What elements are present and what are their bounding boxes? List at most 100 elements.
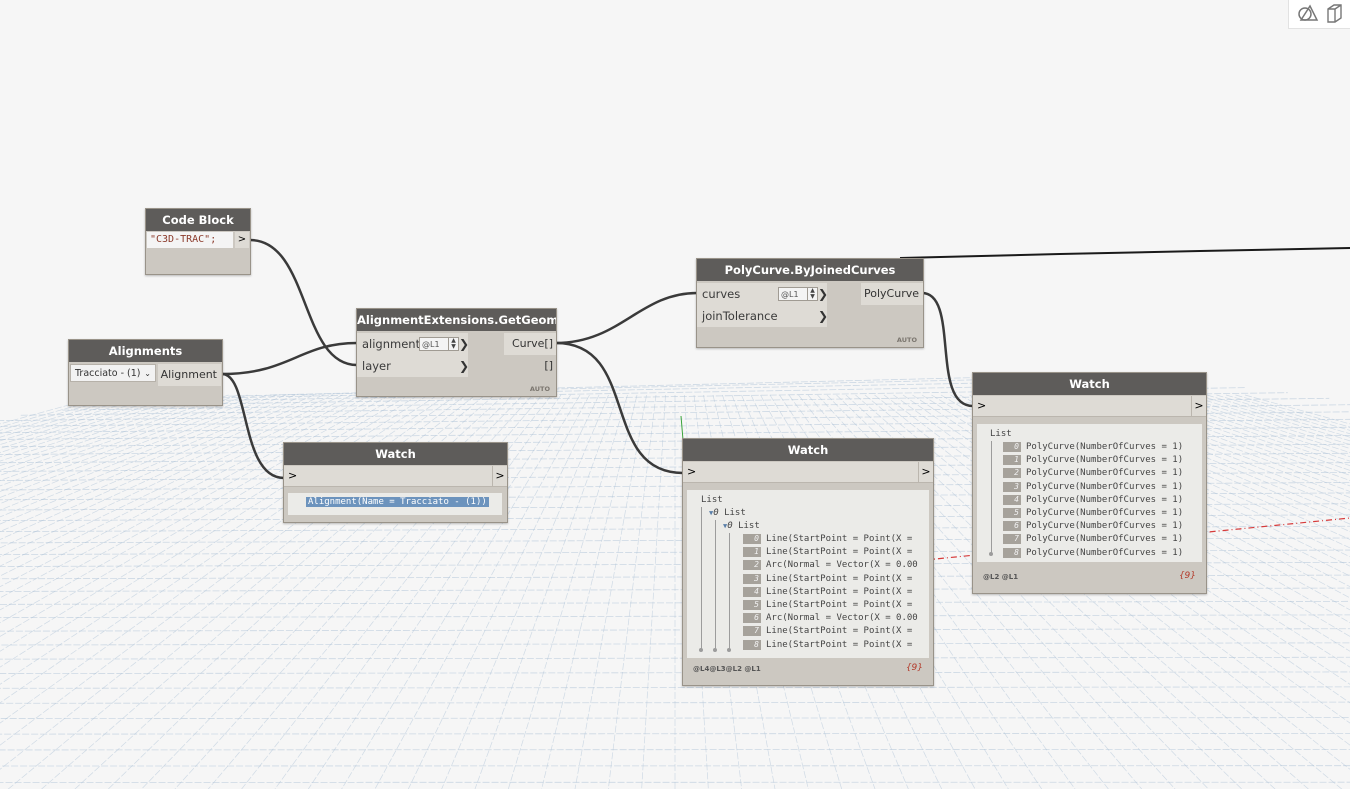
item-count: {9} bbox=[1178, 571, 1196, 581]
grid-line bbox=[641, 394, 666, 789]
grid-line bbox=[1140, 394, 1350, 467]
code-editor[interactable]: "C3D-TRAC"; bbox=[147, 232, 233, 248]
run-mode-label: AUTO bbox=[896, 336, 917, 344]
wire-codeblock-to-layer bbox=[249, 238, 358, 367]
output-port[interactable]: > bbox=[1191, 396, 1206, 416]
collapse-triangle-icon[interactable]: ▼ bbox=[709, 509, 714, 517]
grid-line bbox=[1064, 394, 1350, 511]
spinner-icon[interactable]: ▲▼ bbox=[807, 288, 817, 300]
tree-level2[interactable]: ▼0 List bbox=[723, 521, 760, 531]
lacing-selector[interactable]: @L1▲▼ bbox=[419, 337, 459, 351]
input-port[interactable]: > bbox=[687, 465, 697, 478]
grid-line bbox=[0, 394, 286, 511]
list-item-text: PolyCurve(NumberOfCurves = 1) bbox=[1026, 508, 1184, 518]
grid-line bbox=[1102, 394, 1350, 487]
list-item-text: PolyCurve(NumberOfCurves = 1) bbox=[1026, 521, 1184, 532]
input-port[interactable]: > bbox=[977, 399, 987, 412]
watch-value[interactable]: Alignment(Name = Tracciato - (1)) bbox=[306, 497, 489, 507]
output-port[interactable]: > bbox=[235, 232, 249, 248]
view-toggle[interactable] bbox=[1288, 0, 1350, 29]
node-title: Watch bbox=[683, 439, 933, 461]
input-port-curves[interactable]: curves @L1▲▼ ❯ bbox=[697, 283, 828, 305]
polycurve-node[interactable]: PolyCurve.ByJoinedCurves curves @L1▲▼ ❯ … bbox=[696, 258, 924, 348]
output-port[interactable]: > bbox=[492, 466, 507, 486]
node-title: AlignmentExtensions.GetGeometry bbox=[357, 309, 556, 331]
grid-line bbox=[1121, 394, 1350, 476]
preview-green-axis bbox=[680, 415, 684, 441]
grid-line bbox=[807, 394, 1143, 789]
output-port[interactable]: > bbox=[918, 462, 933, 482]
tree-level1[interactable]: ▼0 List bbox=[709, 508, 746, 518]
3d-cube-icon[interactable] bbox=[1325, 0, 1345, 28]
run-mode-label: AUTO bbox=[529, 385, 550, 393]
get-geometry-node[interactable]: AlignmentExtensions.GetGeometry alignmen… bbox=[356, 308, 557, 397]
geometry-view-icon[interactable] bbox=[1289, 0, 1350, 28]
list-levels: @L2 @L1 bbox=[983, 573, 1019, 581]
list-item[interactable]: 5 PolyCurve(NumberOfCurves = 1) bbox=[1003, 507, 1183, 520]
list-index: 5 bbox=[1003, 508, 1021, 518]
list-item[interactable]: 8 PolyCurve(NumberOfCurves = 1) bbox=[1003, 547, 1183, 560]
output-port-curves[interactable]: Curve[][] bbox=[504, 333, 556, 372]
grid-line bbox=[0, 394, 229, 476]
list-item-text: Arc(Normal = Vector(X = 0.00 bbox=[766, 560, 918, 571]
code-block-node[interactable]: Code Block "C3D-TRAC"; > bbox=[145, 208, 251, 275]
list-item[interactable]: 2 PolyCurve(NumberOfCurves = 1) bbox=[1003, 467, 1183, 480]
list-index: 0 bbox=[743, 534, 761, 544]
input-port-jointolerance[interactable]: joinTolerance ❯ bbox=[697, 305, 828, 327]
chevron-right-icon: ❯ bbox=[459, 359, 470, 373]
grid-line bbox=[507, 394, 628, 789]
grid-line bbox=[0, 394, 457, 724]
input-port-alignment[interactable]: alignment @L1▲▼ ❯ bbox=[357, 333, 469, 355]
grid-line bbox=[0, 394, 239, 481]
grid-line bbox=[893, 394, 1350, 724]
collapse-triangle-icon[interactable]: ▼ bbox=[723, 522, 728, 530]
alignment-dropdown[interactable]: Tracciato - (1) ⌄ bbox=[70, 364, 156, 382]
tree-line bbox=[701, 507, 702, 651]
grid-line bbox=[407, 394, 600, 789]
tree-line bbox=[715, 520, 716, 651]
output-port-polycurve[interactable]: PolyCurve bbox=[861, 283, 923, 305]
grid-line bbox=[207, 394, 543, 789]
list-index: 2 bbox=[1003, 468, 1021, 479]
lacing-selector[interactable]: @L1▲▼ bbox=[778, 287, 818, 301]
node-title: Watch bbox=[284, 443, 507, 465]
node-title: Code Block bbox=[146, 209, 250, 231]
watch-node-alignment[interactable]: Watch > > Alignment(Name = Tracciato - (… bbox=[283, 442, 508, 523]
spinner-icon[interactable]: ▲▼ bbox=[448, 338, 458, 350]
grid-line bbox=[1092, 394, 1350, 492]
output-port-alignment[interactable]: Alignment bbox=[158, 364, 221, 386]
list-index: 1 bbox=[743, 547, 761, 558]
grid-line bbox=[0, 394, 400, 624]
tree-end-dot bbox=[713, 648, 717, 652]
list-index: 3 bbox=[1003, 481, 1021, 492]
list-item-text: PolyCurve(NumberOfCurves = 1) bbox=[1026, 547, 1184, 558]
input-port[interactable]: > bbox=[288, 469, 298, 482]
list-index: 8 bbox=[1003, 547, 1021, 558]
list-index: 7 bbox=[1003, 534, 1021, 545]
alignments-node[interactable]: Alignments Tracciato - (1) ⌄ Alignment bbox=[68, 339, 223, 406]
grid-line bbox=[0, 394, 220, 471]
input-port-layer[interactable]: layer ❯ bbox=[357, 355, 470, 377]
list-index: 5 bbox=[743, 600, 761, 610]
list-item-text: PolyCurve(NumberOfCurves = 1) bbox=[1026, 468, 1184, 479]
